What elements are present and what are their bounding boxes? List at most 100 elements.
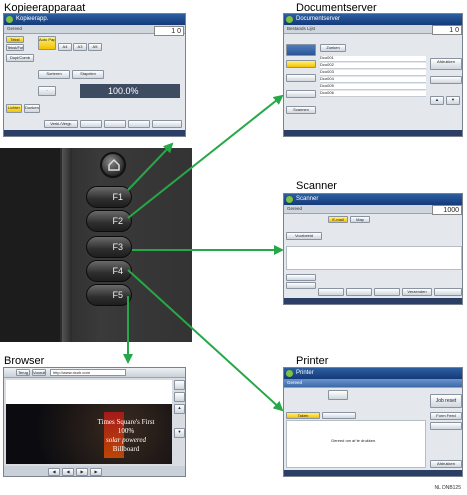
caption-scanner: Scanner <box>296 180 337 192</box>
copier-dark[interactable]: Donkerder <box>24 104 40 113</box>
scanner-btn-e[interactable] <box>374 288 400 296</box>
copier-crop[interactable]: Verkl./Vergr. <box>44 120 78 128</box>
docserver-row[interactable]: Dco006 <box>320 91 426 97</box>
docserver-row[interactable]: Dco001 <box>320 56 426 62</box>
browser-page-header <box>6 380 172 404</box>
scanner-send[interactable]: Verzenden <box>402 288 432 296</box>
function-key-f1[interactable]: F1 <box>86 186 132 208</box>
docserver-row[interactable]: Dco005 <box>320 84 426 90</box>
copier-tab-textphoto[interactable]: Tekst/Foto <box>6 44 24 51</box>
caption-browser: Browser <box>4 355 45 367</box>
copier-counter: 1 0 <box>154 26 184 36</box>
scanner-btn-c[interactable] <box>318 288 344 296</box>
docserver-view-toggle[interactable] <box>286 44 316 56</box>
printer-tab-2[interactable] <box>322 412 356 419</box>
printer-btn-c[interactable] <box>430 422 462 430</box>
home-icon <box>108 158 120 171</box>
copier-stack[interactable]: Stapelen <box>72 70 104 79</box>
copier-screen: Kopieerapp. Gereed 1 0 Tekst Tekst/Foto … <box>3 13 186 137</box>
arrow-f2-docserver <box>127 94 284 219</box>
control-panel: F1 F2 F3 F4 F5 <box>0 148 192 342</box>
scanner-screen: Scanner Gereed 1000 E-mail Map Voorbeeld… <box>283 193 463 305</box>
arrow-f4-printer <box>127 269 284 412</box>
printer-job-reset[interactable]: Job reset <box>430 394 462 408</box>
printer-form-feed[interactable]: Form Feed <box>430 412 462 420</box>
browser-side-btn[interactable] <box>174 380 185 390</box>
browser-nav-first[interactable]: ◀ <box>48 468 60 476</box>
browser-scroll-up[interactable]: ▲ <box>174 404 185 414</box>
browser-side-btn[interactable] <box>174 392 185 402</box>
docserver-btn-a[interactable] <box>286 60 316 68</box>
function-key-f2[interactable]: F2 <box>86 210 132 232</box>
docserver-scroll-up[interactable]: ▲ <box>430 96 444 105</box>
billboard-shape <box>104 412 124 458</box>
browser-back[interactable]: Terug <box>16 369 30 376</box>
copier-tray-a3[interactable]: A3 <box>73 43 87 51</box>
copier-func3[interactable] <box>104 120 126 128</box>
scanner-address-grid[interactable] <box>286 246 462 270</box>
browser-nav-last[interactable]: ▶ <box>90 468 102 476</box>
printer-status-icon <box>328 390 348 400</box>
copier-footer <box>4 130 185 136</box>
function-key-f4[interactable]: F4 <box>86 260 132 282</box>
scanner-header: Scanner <box>284 194 462 205</box>
copier-tray-a5[interactable]: A5 <box>88 43 102 51</box>
docserver-screen: Documentserver Bestands Lijst 1 0 Zoeken… <box>283 13 463 137</box>
home-button[interactable] <box>100 152 126 178</box>
scanner-btn-d[interactable] <box>346 288 372 296</box>
docserver-btn-c[interactable] <box>286 90 316 98</box>
browser-scroll-down[interactable]: ▼ <box>174 428 185 438</box>
browser-image: Times Square's First 100% solar powered … <box>6 404 172 464</box>
copier-title: Kopieerapp. <box>16 16 49 22</box>
docserver-row[interactable]: Dco004 <box>320 77 426 83</box>
docserver-icon <box>286 16 293 23</box>
docserver-print-button[interactable]: Afdrukken <box>430 58 462 70</box>
browser-nav-prev[interactable]: ◀ <box>62 468 74 476</box>
docserver-search[interactable]: Zoeken <box>320 44 346 52</box>
printer-tab-jobs[interactable]: Taken <box>286 412 320 419</box>
scanner-folder-tab[interactable]: Map <box>350 216 370 223</box>
scanner-email-tab[interactable]: E-mail <box>328 216 348 223</box>
docserver-counter: 1 0 <box>432 25 462 35</box>
scanner-btn-a[interactable] <box>286 274 316 281</box>
docserver-row[interactable]: Dco003 <box>320 70 426 76</box>
browser-image-text: Times Square's First 100% solar powered … <box>97 418 155 453</box>
panel-rail <box>62 148 72 342</box>
caption-printer: Printer <box>296 355 329 367</box>
copier-dense[interactable]: Lichter <box>6 104 22 113</box>
copier-dup[interactable]: Dupl/Comb <box>6 54 34 62</box>
browser-forward[interactable]: Vooruit <box>32 369 46 376</box>
caption-docserver: Documentserver <box>296 2 377 14</box>
docserver-btn-b[interactable] <box>286 74 316 82</box>
scanner-btn-f[interactable] <box>434 288 462 296</box>
copier-auto-paper[interactable]: Auto Papier <box>38 36 56 50</box>
function-key-f3[interactable]: F3 <box>86 236 132 258</box>
scanner-preview[interactable]: Voorbeeld <box>286 232 322 240</box>
scanner-icon <box>286 196 293 203</box>
copier-func2[interactable] <box>80 120 102 128</box>
docserver-scroll-down[interactable]: ▼ <box>446 96 460 105</box>
docserver-btn-d[interactable] <box>430 76 462 84</box>
scanner-btn-b[interactable] <box>286 282 316 289</box>
printer-status: Gereed <box>284 379 462 388</box>
browser-url-field[interactable]: http://www.ricoh.com <box>50 369 126 376</box>
copier-func4[interactable] <box>128 120 150 128</box>
function-key-f5[interactable]: F5 <box>86 284 132 306</box>
figure-id: NL DNB125 <box>434 485 462 491</box>
copier-func5[interactable] <box>152 120 182 128</box>
docserver-scan-button[interactable]: Scannen <box>286 106 316 114</box>
copier-sort[interactable]: Sorteren <box>38 70 70 79</box>
copier-tab-text[interactable]: Tekst <box>6 36 24 43</box>
scanner-counter: 1000 <box>432 205 462 215</box>
browser-nav-next[interactable]: ▶ <box>76 468 88 476</box>
copier-header: Kopieerapp. <box>4 14 185 25</box>
copier-tray-a4[interactable]: A4 <box>58 43 72 51</box>
printer-title: Printer <box>296 370 314 376</box>
printer-print[interactable]: Afdrukken <box>430 460 462 468</box>
copier-status: Gereed <box>4 25 185 34</box>
scanner-footer <box>284 298 462 304</box>
copier-percent: 100.0% <box>80 84 180 98</box>
copier-reduce[interactable]: - <box>38 86 56 96</box>
docserver-row[interactable]: Dco002 <box>320 63 426 69</box>
